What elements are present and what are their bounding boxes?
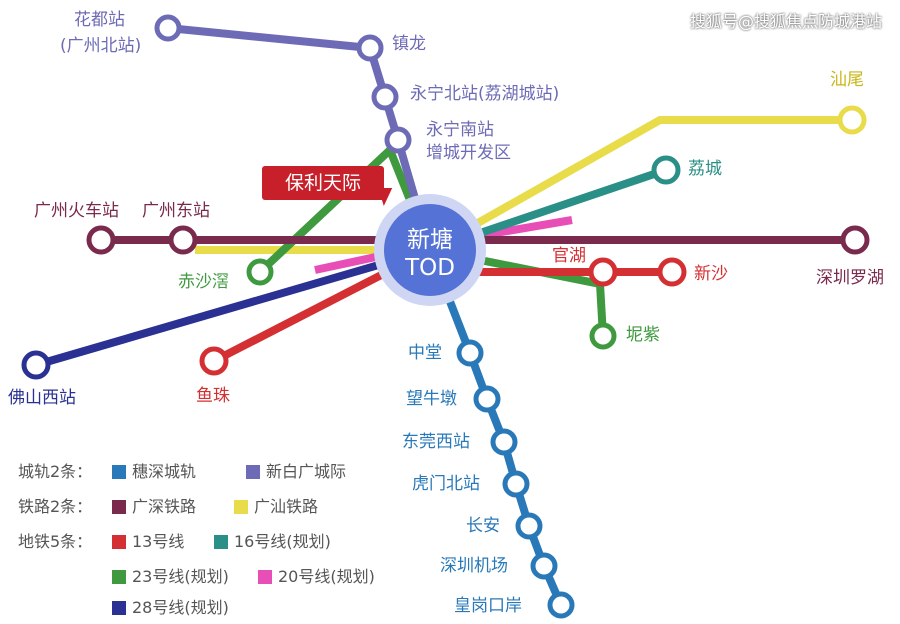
label-wangniudun: 望牛墩 xyxy=(406,389,457,409)
legend-guangshan: 广汕铁路 xyxy=(234,493,318,517)
station-yongning-north[interactable] xyxy=(371,83,399,111)
station-licheng[interactable] xyxy=(651,155,681,185)
label-yongning-north: 永宁北站(荔湖城站) xyxy=(410,84,560,104)
hub-subtitle: TOD xyxy=(405,255,455,281)
station-humen-north[interactable] xyxy=(502,470,530,498)
legend-l23: 23号线(规划) xyxy=(112,563,229,587)
station-yongning-south[interactable] xyxy=(384,126,412,154)
legend-l23-text: 23号线(规划) xyxy=(132,567,229,586)
label-sz-luohu: 深圳罗湖 xyxy=(816,268,884,288)
station-huadu[interactable] xyxy=(154,14,182,42)
suishen-intercity-line xyxy=(426,248,565,607)
station-gz-train[interactable] xyxy=(86,225,116,255)
label-changan: 长安 xyxy=(466,516,500,536)
guangshen-swatch xyxy=(112,500,126,514)
suishen-swatch xyxy=(112,465,126,479)
label-licheng: 荔城 xyxy=(688,159,722,179)
station-changan[interactable] xyxy=(515,512,543,540)
station-zhenlong[interactable] xyxy=(356,34,384,62)
guangshan-swatch xyxy=(234,500,248,514)
label-gz-east: 广州东站 xyxy=(142,201,210,221)
station-shanwei[interactable] xyxy=(837,105,867,135)
legend-guangshan-text: 广汕铁路 xyxy=(254,497,319,516)
watermark: 搜狐号@搜狐焦点防城港站 xyxy=(689,12,882,31)
l28-swatch xyxy=(112,601,126,615)
station-guanhu[interactable] xyxy=(588,257,618,287)
legend-suishen: 穗深城轨 xyxy=(112,458,196,482)
legend-l16-text: 16号线(规划) xyxy=(234,532,331,551)
label-xinsha: 新沙 xyxy=(694,264,728,284)
label-huanggang: 皇岗口岸 xyxy=(454,596,522,616)
label-yongning-south-2: 增城开发区 xyxy=(426,143,511,163)
station-dongguan-west[interactable] xyxy=(490,428,518,456)
station-nizi[interactable] xyxy=(589,322,617,350)
station-chishagang[interactable] xyxy=(246,258,274,286)
poly-tianji-label: 保利天际 xyxy=(262,166,384,200)
legend-l16: 16号线(规划) xyxy=(214,528,331,552)
label-zhongtang: 中堂 xyxy=(408,343,442,363)
legend-xinbai: 新白广城际 xyxy=(246,458,346,482)
hub-circle[interactable] xyxy=(384,204,476,296)
line20-segment-west xyxy=(314,251,386,274)
label-gz-train: 广州火车站 xyxy=(34,201,119,221)
legend-l20: 20号线(规划) xyxy=(258,563,375,587)
legend-l13: 13号线 xyxy=(112,528,184,552)
station-xinsha[interactable] xyxy=(657,257,687,287)
label-foshan-west: 佛山西站 xyxy=(8,388,76,408)
station-zhongtang[interactable] xyxy=(456,339,484,367)
station-yuzhu[interactable] xyxy=(199,346,229,376)
legend-xinbai-text: 新白广城际 xyxy=(266,462,347,481)
label-chishagang: 赤沙滘 xyxy=(178,272,229,292)
legend-railway-label: 铁路2条： xyxy=(18,497,93,516)
label-huadu-1: 花都站 xyxy=(74,10,125,30)
label-shanwei: 汕尾 xyxy=(830,70,864,90)
xinbai-swatch xyxy=(246,465,260,479)
legend-intercity-label: 城轨2条： xyxy=(18,462,93,481)
legend-l28-text: 28号线(规划) xyxy=(132,598,229,617)
legend-l20-text: 20号线(规划) xyxy=(278,567,375,586)
label-sz-airport: 深圳机场 xyxy=(440,556,508,576)
l20-swatch xyxy=(258,570,272,584)
guangshan-railway-line xyxy=(195,116,852,254)
poly-tianji-marker: 保利天际 xyxy=(262,166,393,206)
legend-l13-text: 13号线 xyxy=(132,532,185,551)
label-zhenlong: 镇龙 xyxy=(392,34,426,54)
station-foshan-west[interactable] xyxy=(21,350,51,380)
station-sz-luohu[interactable] xyxy=(840,225,870,255)
legend-guangshen: 广深铁路 xyxy=(112,493,196,517)
legend-metro-label: 地铁5条： xyxy=(18,532,93,551)
label-guanhu: 官湖 xyxy=(552,246,586,266)
label-yuzhu: 鱼珠 xyxy=(196,386,230,406)
station-huanggang[interactable] xyxy=(547,591,575,619)
station-gz-east[interactable] xyxy=(168,225,198,255)
label-huadu-2: (广州北站) xyxy=(60,36,142,56)
label-humen-north: 虎门北站 xyxy=(412,474,480,494)
line28-line xyxy=(34,246,432,369)
hub-title: 新塘 xyxy=(407,227,453,253)
legend-guangshen-text: 广深铁路 xyxy=(132,497,197,516)
legend-l28: 28号线(规划) xyxy=(112,594,229,618)
station-wangniudun[interactable] xyxy=(473,385,501,413)
line20-segment-east xyxy=(477,216,573,240)
label-nizi: 坭紫 xyxy=(626,325,660,345)
l16-swatch xyxy=(214,535,228,549)
legend-suishen-text: 穗深城轨 xyxy=(132,462,197,481)
label-dongguan-west: 东莞西站 xyxy=(402,432,470,452)
l23-swatch xyxy=(112,570,126,584)
label-yongning-south-1: 永宁南站 xyxy=(426,120,494,140)
station-sz-airport[interactable] xyxy=(530,552,558,580)
l13-swatch xyxy=(112,535,126,549)
